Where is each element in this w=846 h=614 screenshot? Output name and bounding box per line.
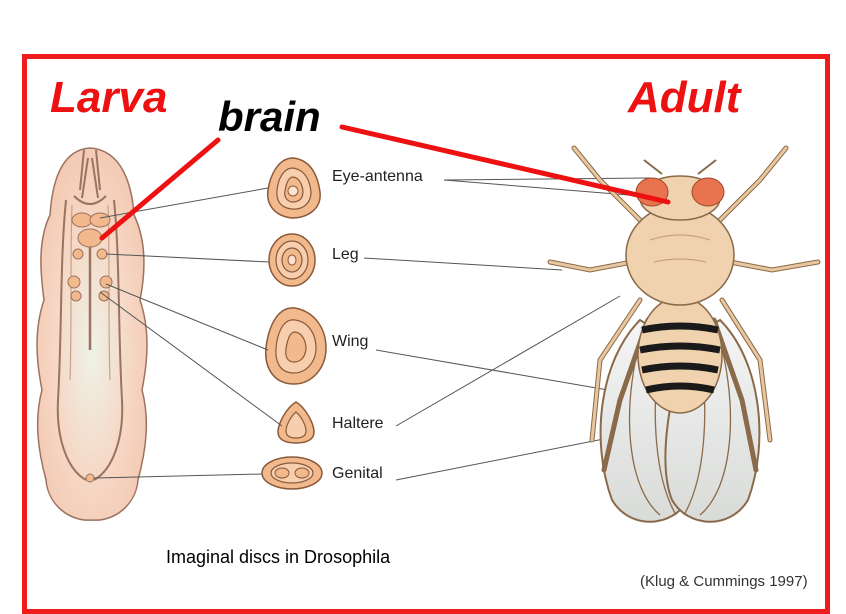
disc-haltere xyxy=(278,402,314,443)
disc-genital xyxy=(262,457,322,489)
disc-leg xyxy=(269,234,315,286)
disc-label-wing: Wing xyxy=(332,334,368,350)
brain-label: brain xyxy=(218,96,321,138)
figure-credit: (Klug & Cummings 1997) xyxy=(640,574,808,589)
disc-label-eye-antenna: Eye-antenna xyxy=(332,169,423,185)
adult-fly-illustration xyxy=(550,148,818,522)
larva-heading: Larva xyxy=(50,76,167,120)
adult-heading: Adult xyxy=(628,76,740,120)
disc-label-haltere: Haltere xyxy=(332,416,384,432)
disc-wing xyxy=(266,308,326,384)
disc-eye-antenna xyxy=(268,158,320,218)
disc-label-genital: Genital xyxy=(332,466,383,482)
larva-illustration xyxy=(37,148,147,520)
disc-label-leg: Leg xyxy=(332,247,359,263)
figure-caption: Imaginal discs in Drosophila xyxy=(166,548,390,566)
